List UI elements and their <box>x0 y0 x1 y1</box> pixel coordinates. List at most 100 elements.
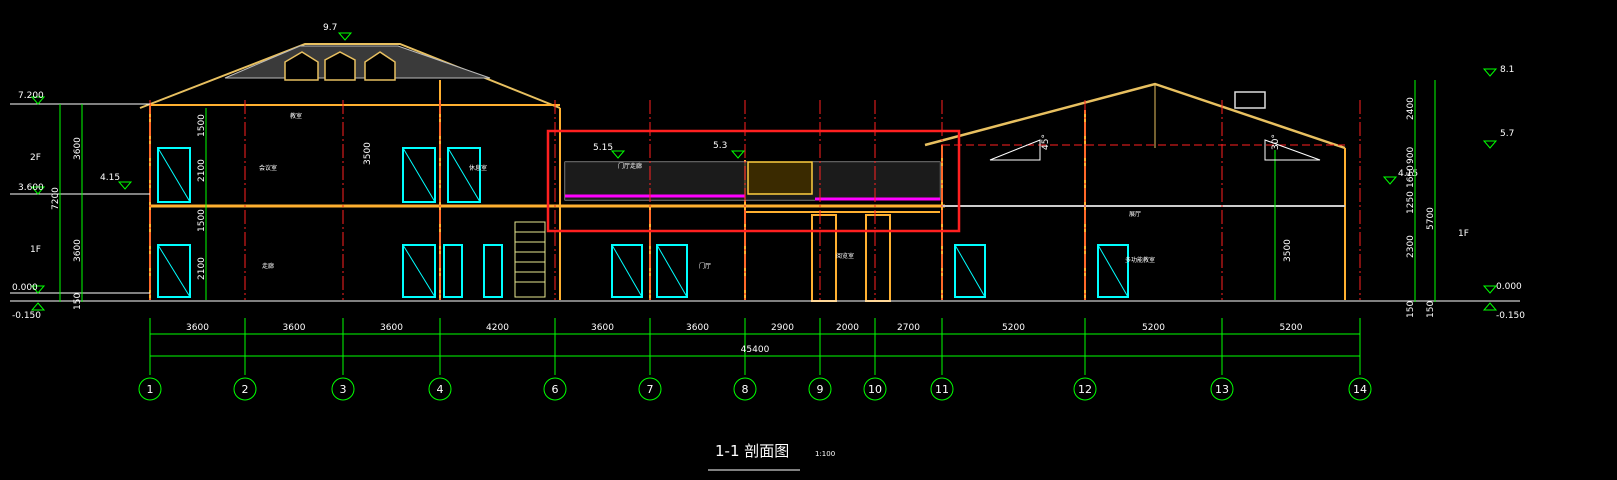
axis-label-11: 11 <box>935 383 949 396</box>
level-left-415: 4.15 <box>100 173 120 183</box>
highlight-box <box>546 129 961 233</box>
axis-bubble-6 <box>543 377 567 401</box>
level-markers-right <box>1382 68 1498 311</box>
axis-label-8: 8 <box>742 383 749 396</box>
stair <box>514 221 546 298</box>
dimension-lines <box>149 318 1361 375</box>
axis-bubble-4 <box>428 377 452 401</box>
terrace-balustrade <box>564 161 941 201</box>
left-floor-2f: 2F <box>30 153 41 163</box>
left-floor-1f: 1F <box>30 245 41 255</box>
axis-label-13: 13 <box>1215 383 1229 396</box>
level-left-3600: 3.600 <box>18 183 44 193</box>
inner-dim-2100-b: 2100 <box>197 257 207 280</box>
span-label-3: 4200 <box>486 323 509 333</box>
axis-label-12: 12 <box>1078 383 1092 396</box>
drawing-scale: 1:100 <box>815 450 835 458</box>
left-dim-3600-a: 3600 <box>73 137 83 160</box>
span-label-2: 3600 <box>380 323 403 333</box>
floor-slabs <box>150 104 1345 208</box>
room-label-4: 走廊 <box>262 262 274 270</box>
axis-label-4: 4 <box>437 383 444 396</box>
level-right-0000: 0.000 <box>1496 282 1522 292</box>
axis-label-1: 1 <box>147 383 154 396</box>
room-label-9: 门厅走廊 <box>618 162 642 170</box>
room-label-7: 展厅 <box>1129 211 1141 218</box>
level-markers-left <box>10 96 150 311</box>
dormer-windows <box>284 51 396 81</box>
span-label-10: 5200 <box>1142 323 1165 333</box>
inner-dim-1500-b: 1500 <box>197 209 207 232</box>
span-label-1: 3600 <box>283 323 306 333</box>
axis-bubble-7 <box>638 377 662 401</box>
level-left-7200: 7.200 <box>18 91 44 101</box>
left-dim-3600-b: 3600 <box>73 239 83 262</box>
right-dim-5700: 5700 <box>1426 207 1436 230</box>
inner-dim-3500-b: 3500 <box>1283 239 1293 262</box>
right-vertical-dims <box>1414 80 1436 302</box>
room-label-1: 教室 <box>290 112 302 120</box>
axis-bubble-9 <box>808 377 832 401</box>
axis-bubble-14 <box>1348 377 1372 401</box>
axis-bubble-12 <box>1073 377 1097 401</box>
axis-bubble-10 <box>863 377 887 401</box>
slope-marks <box>989 139 1321 161</box>
level-left-0000: 0.000 <box>12 283 38 293</box>
right-dim-2400: 2400 <box>1406 97 1416 120</box>
axis-bubble-2 <box>233 377 257 401</box>
slope-30: 30° <box>1271 134 1281 150</box>
span-label-7: 2000 <box>836 323 859 333</box>
level-left-minus0150: -0.150 <box>12 311 41 321</box>
axis-bubble-8 <box>733 377 757 401</box>
axis-label-6: 6 <box>552 383 559 396</box>
left-vertical-dims <box>59 104 83 302</box>
level-mid-53: 5.3 <box>713 141 727 151</box>
axis-lines <box>149 100 1361 300</box>
span-label-6: 2900 <box>771 323 794 333</box>
inner-dim-1500-a: 1500 <box>197 114 207 137</box>
doors <box>157 147 1129 298</box>
right-dim-900: 900 <box>1406 147 1416 164</box>
level-right-57: 5.7 <box>1500 129 1514 139</box>
right-dim-1650: 1650 <box>1406 165 1416 188</box>
axis-label-2: 2 <box>242 383 249 396</box>
level-markers-mid <box>337 32 746 159</box>
left-dim-7200: 7200 <box>51 187 61 210</box>
span-label-5: 3600 <box>686 323 709 333</box>
level-right-minus0150: -0.150 <box>1496 311 1525 321</box>
right-dim-1250: 1250 <box>1406 191 1416 214</box>
room-label-3: 休息室 <box>469 164 487 172</box>
right-dim-150-b: 150 <box>1426 301 1436 318</box>
axis-label-3: 3 <box>340 383 347 396</box>
room-label-2: 会议室 <box>259 164 277 172</box>
drawing-title: 1-1 剖面图 <box>715 442 789 460</box>
room-label-6: 阅览室 <box>836 252 854 260</box>
axis-label-14: 14 <box>1353 383 1367 396</box>
axis-label-10: 10 <box>868 383 882 396</box>
inner-vertical-dims <box>205 108 1276 300</box>
right-dim-150: 150 <box>1406 301 1416 318</box>
level-right-415: 4.15 <box>1398 169 1418 179</box>
level-mid-515: 5.15 <box>593 143 613 153</box>
axis-bubble-13 <box>1210 377 1234 401</box>
axis-label-7: 7 <box>647 383 654 396</box>
right-floor-1f: 1F <box>1458 229 1469 239</box>
room-labels: 教室 会议室 休息室 走廊 门厅 阅览室 展厅 多功能教室 门厅走廊 <box>259 112 1155 270</box>
level-mid-97: 9.7 <box>323 23 337 33</box>
axis-bubble-1 <box>138 377 162 401</box>
right-roof <box>924 82 1346 150</box>
span-label-0: 3600 <box>186 323 209 333</box>
span-label-8: 2700 <box>897 323 920 333</box>
total-span-label: 45400 <box>741 345 770 355</box>
axis-bubble-3 <box>331 377 355 401</box>
span-label-9: 5200 <box>1002 323 1025 333</box>
slope-45: 45° <box>1041 134 1051 150</box>
axis-bubble-11 <box>930 377 954 401</box>
inner-dim-3500-a: 3500 <box>363 142 373 165</box>
axis-label-9: 9 <box>817 383 824 396</box>
right-dim-2300: 2300 <box>1406 235 1416 258</box>
roof-vent <box>1234 91 1266 109</box>
span-label-4: 3600 <box>591 323 614 333</box>
dimension-labels: 3600 3600 3600 4200 3600 3600 2900 2000 2700 5200… <box>186 323 1303 355</box>
